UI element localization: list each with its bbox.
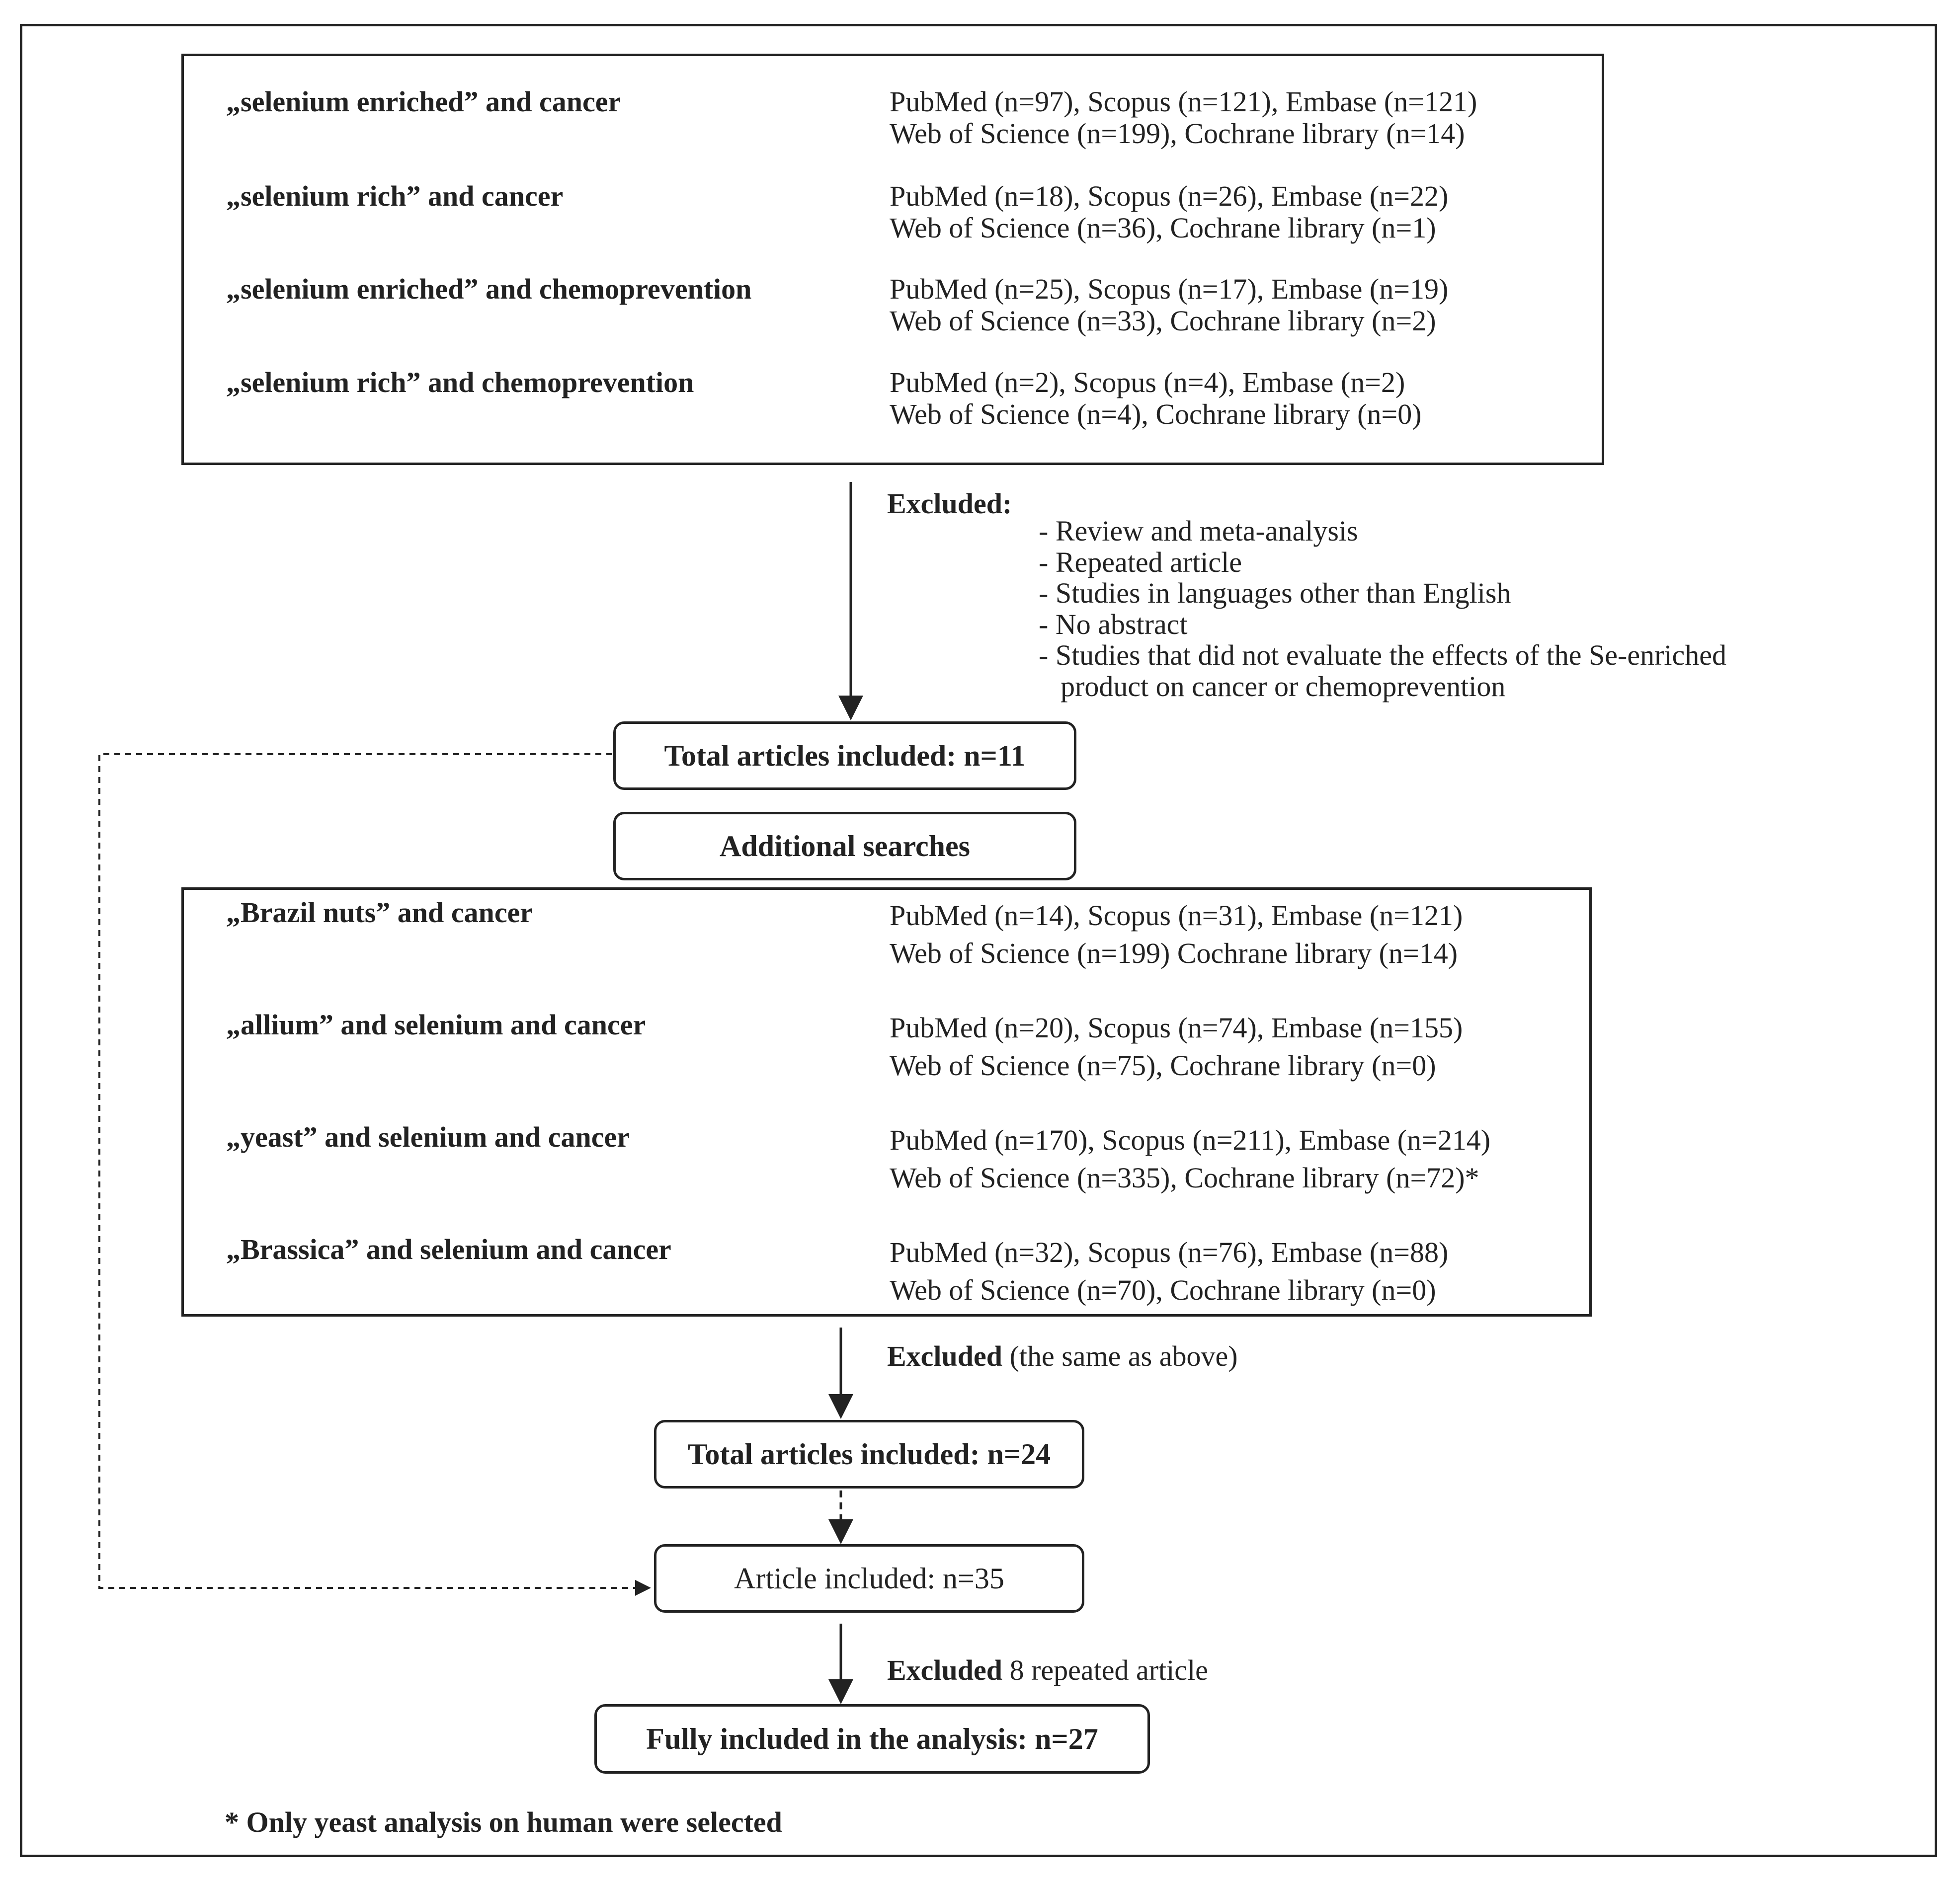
search-term: „Brassica” and selenium and cancer (226, 1233, 671, 1265)
exclusion-title: Excluded: (887, 487, 1012, 520)
search-term: „allium” and selenium and cancer (226, 1009, 646, 1041)
search-term: „Brazil nuts” and cancer (226, 896, 533, 929)
database-counts-line: PubMed (n=97), Scopus (n=121), Embase (n… (890, 85, 1477, 118)
database-counts-line: Web of Science (n=70), Cochrane library … (890, 1274, 1436, 1306)
search-block-2: „Brazil nuts” and cancer PubMed (n=14), … (181, 887, 1592, 1317)
database-counts-line: PubMed (n=14), Scopus (n=31), Embase (n=… (890, 899, 1463, 932)
search-term: „yeast” and selenium and cancer (226, 1121, 630, 1153)
exclusion-item: - Studies that did not evaluate the effe… (1039, 639, 1727, 671)
total-included-node-1: Total articles included: n=11 (613, 721, 1076, 790)
search-row: „selenium enriched” and cancer PubMed (n… (184, 86, 1602, 156)
database-counts: PubMed (n=25), Scopus (n=17), Embase (n=… (890, 273, 1448, 337)
exclusion-item: - No abstract (1039, 608, 1188, 640)
exclusion-list: - Review and meta-analysis - Repeated ar… (1039, 515, 1727, 703)
database-counts: PubMed (n=97), Scopus (n=121), Embase (n… (890, 86, 1477, 150)
search-term: „selenium rich” and cancer (226, 180, 564, 212)
search-term: „selenium rich” and chemoprevention (226, 366, 694, 398)
database-counts-line: Web of Science (n=4), Cochrane library (… (890, 398, 1422, 430)
node-label: Article included: n=35 (734, 1562, 1004, 1595)
database-counts-line: PubMed (n=18), Scopus (n=26), Embase (n=… (890, 180, 1449, 212)
exclusion-detail: 8 repeated article (1002, 1654, 1208, 1686)
database-counts-line: Web of Science (n=36), Cochrane library … (890, 212, 1436, 244)
search-row: „selenium enriched” and chemoprevention … (184, 273, 1602, 343)
exclusion-note-2: Excluded (the same as above) (887, 1340, 1238, 1372)
search-row: „selenium rich” and chemoprevention PubM… (184, 367, 1602, 436)
database-counts-line: PubMed (n=20), Scopus (n=74), Embase (n=… (890, 1012, 1463, 1044)
database-counts: PubMed (n=170), Scopus (n=211), Embase (… (890, 1121, 1490, 1197)
search-term: „selenium enriched” and cancer (226, 85, 621, 118)
database-counts-line: PubMed (n=170), Scopus (n=211), Embase (… (890, 1124, 1491, 1156)
database-counts: PubMed (n=18), Scopus (n=26), Embase (n=… (890, 180, 1448, 244)
exclusion-label: Excluded (887, 1340, 1003, 1372)
database-counts-line: PubMed (n=2), Scopus (n=4), Embase (n=2) (890, 366, 1405, 398)
database-counts: PubMed (n=2), Scopus (n=4), Embase (n=2)… (890, 367, 1422, 430)
node-label: Total articles included: n=11 (664, 739, 1026, 772)
search-row: „Brassica” and selenium and cancer PubMe… (184, 1233, 1589, 1307)
footnote: * Only yeast analysis on human were sele… (225, 1806, 782, 1838)
exclusion-item-continuation: product on cancer or chemoprevention (1061, 670, 1506, 703)
total-included-node-2: Total articles included: n=24 (654, 1420, 1084, 1489)
search-row: „yeast” and selenium and cancer PubMed (… (184, 1121, 1589, 1194)
search-block-1: „selenium enriched” and cancer PubMed (n… (181, 54, 1604, 465)
node-label: Fully included in the analysis: n=27 (646, 1722, 1098, 1755)
article-included-node: Article included: n=35 (654, 1544, 1084, 1613)
database-counts-line: Web of Science (n=199), Cochrane library… (890, 117, 1465, 150)
database-counts-line: PubMed (n=25), Scopus (n=17), Embase (n=… (890, 273, 1449, 305)
exclusion-item: - Repeated article (1039, 546, 1242, 578)
exclusion-note-3: Excluded 8 repeated article (887, 1654, 1208, 1686)
search-row: „allium” and selenium and cancer PubMed … (184, 1009, 1589, 1082)
database-counts: PubMed (n=14), Scopus (n=31), Embase (n=… (890, 897, 1463, 972)
fully-included-node: Fully included in the analysis: n=27 (594, 1704, 1150, 1774)
database-counts-line: Web of Science (n=199) Cochrane library … (890, 937, 1458, 969)
search-row: „Brazil nuts” and cancer PubMed (n=14), … (184, 896, 1589, 970)
additional-searches-node: Additional searches (613, 812, 1076, 880)
database-counts-line: Web of Science (n=33), Cochrane library … (890, 305, 1436, 337)
figure-frame (20, 24, 1937, 1857)
search-term: „selenium enriched” and chemoprevention (226, 273, 752, 305)
node-label: Additional searches (720, 829, 970, 862)
database-counts-line: Web of Science (n=335), Cochrane library… (890, 1162, 1479, 1194)
database-counts-line: PubMed (n=32), Scopus (n=76), Embase (n=… (890, 1236, 1449, 1268)
database-counts-line: Web of Science (n=75), Cochrane library … (890, 1049, 1436, 1082)
node-label: Total articles included: n=24 (687, 1437, 1051, 1471)
database-counts: PubMed (n=20), Scopus (n=74), Embase (n=… (890, 1009, 1463, 1085)
database-counts: PubMed (n=32), Scopus (n=76), Embase (n=… (890, 1234, 1448, 1309)
exclusion-item: - Studies in languages other than Englis… (1039, 577, 1511, 609)
exclusion-detail: (the same as above) (1002, 1340, 1238, 1372)
exclusion-item: - Review and meta-analysis (1039, 515, 1358, 547)
exclusion-label: Excluded (887, 1654, 1003, 1686)
search-row: „selenium rich” and cancer PubMed (n=18)… (184, 180, 1602, 250)
